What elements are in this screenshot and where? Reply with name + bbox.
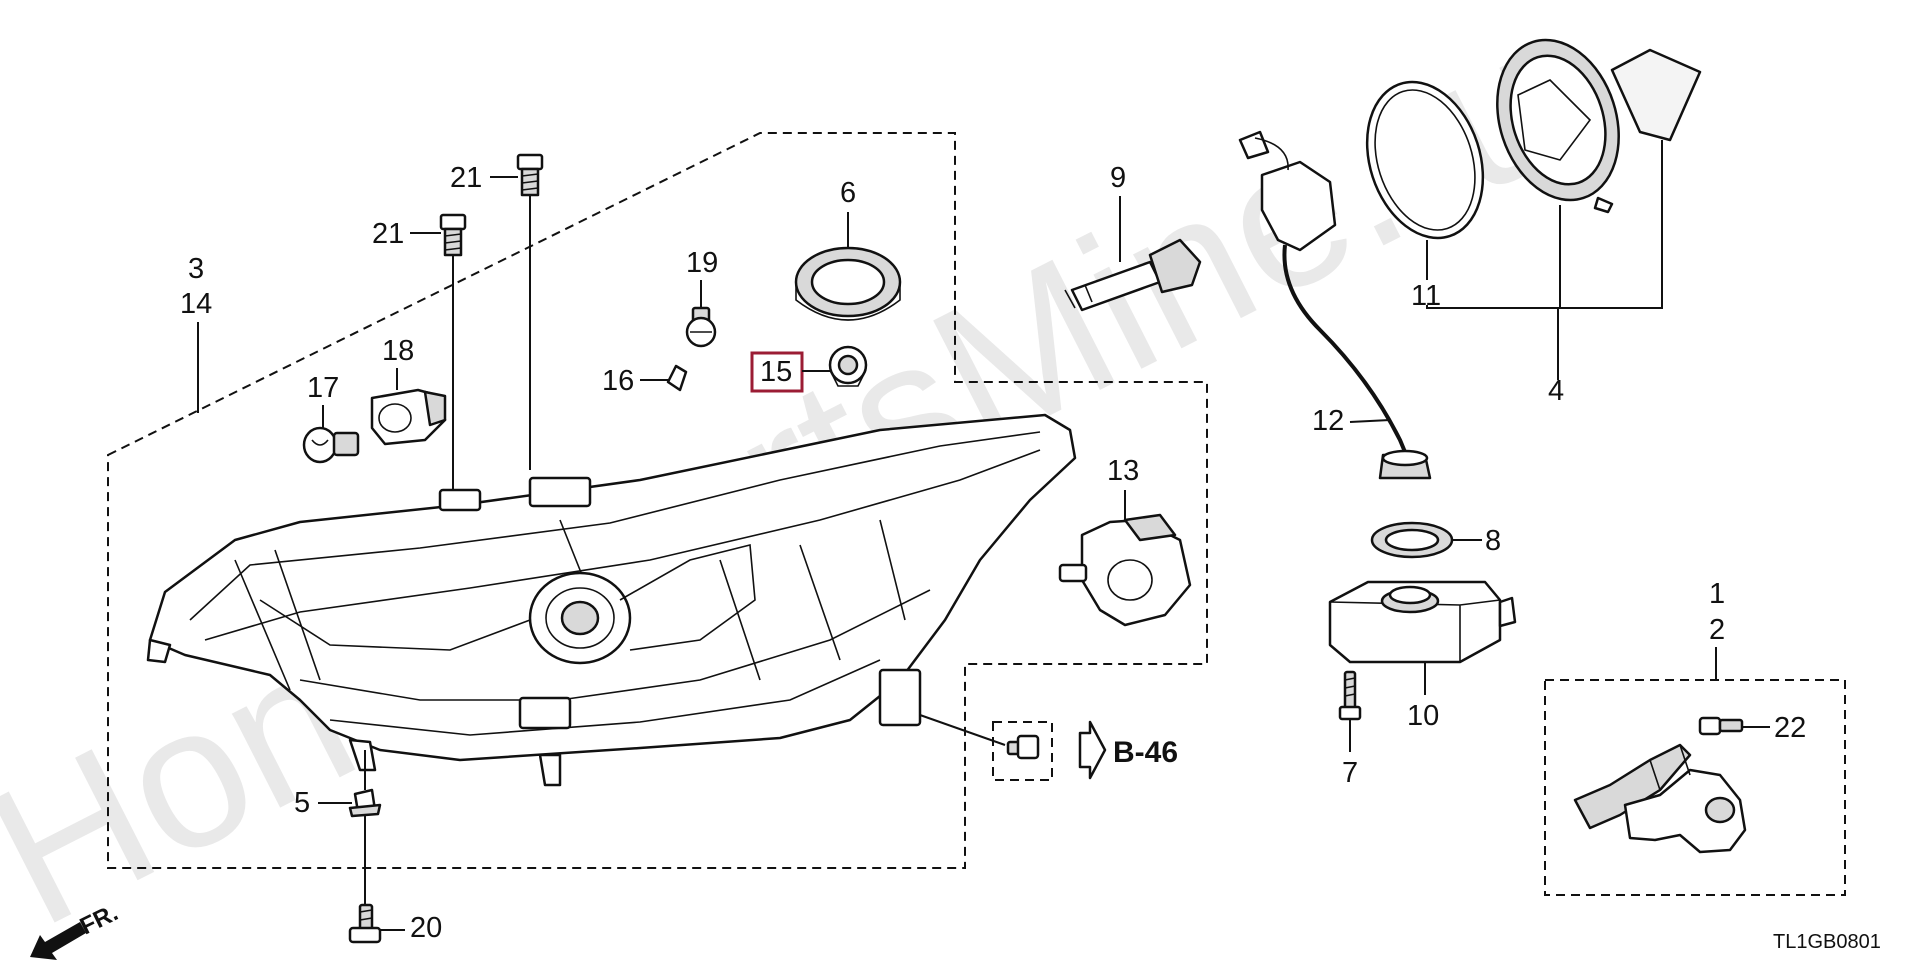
cable-12[interactable] <box>1238 130 1432 480</box>
label-2: 2 <box>1709 614 1725 646</box>
bracket-repair-kit[interactable] <box>1573 743 1747 854</box>
label-15: 15 <box>760 356 792 388</box>
clip-5[interactable] <box>348 788 382 818</box>
b46-reference-label[interactable]: B-46 <box>1113 736 1178 769</box>
bolt-21-lower[interactable] <box>439 213 467 257</box>
label-20: 20 <box>410 912 442 944</box>
b46-arrow-shape[interactable] <box>1078 720 1107 780</box>
socket-15[interactable] <box>828 345 868 387</box>
label-3: 3 <box>188 253 204 285</box>
bulb-16[interactable] <box>666 364 688 392</box>
label-5: 5 <box>294 787 310 819</box>
hid-bulb-9[interactable] <box>1064 238 1202 312</box>
b46-bolt <box>1006 734 1040 760</box>
label-16: 16 <box>602 365 634 397</box>
label-18: 18 <box>382 335 414 367</box>
label-17: 17 <box>307 372 339 404</box>
screw-7[interactable] <box>1338 670 1362 721</box>
seal-ring-8[interactable] <box>1370 521 1454 559</box>
bracket-dashed-outline <box>1544 679 1846 896</box>
label-8: 8 <box>1485 525 1501 557</box>
diagram-code: TL1GB0801 <box>1773 931 1881 953</box>
label-1: 1 <box>1709 578 1725 610</box>
label-6: 6 <box>840 177 856 209</box>
assembly-dashed-outline <box>107 132 1208 869</box>
socket-18[interactable] <box>370 388 447 446</box>
cover-4[interactable] <box>1477 24 1702 216</box>
bolt-21-upper[interactable] <box>516 153 544 197</box>
label-7: 7 <box>1342 757 1358 789</box>
b46-dashed-box <box>992 721 1053 781</box>
label-22: 22 <box>1774 712 1806 744</box>
label-10: 10 <box>1407 700 1439 732</box>
label-9: 9 <box>1110 162 1126 194</box>
label-21-lower: 21 <box>372 218 404 250</box>
label-19: 19 <box>686 247 718 279</box>
seal-ring-11[interactable] <box>1348 67 1502 253</box>
seal-ring-6[interactable] <box>794 246 902 321</box>
bolt-20[interactable] <box>348 903 382 944</box>
label-4: 4 <box>1548 375 1564 407</box>
leveling-motor-13[interactable] <box>1058 513 1192 627</box>
headlight-housing[interactable] <box>146 413 1077 787</box>
bulb-17[interactable] <box>302 426 360 464</box>
label-14: 14 <box>180 288 212 320</box>
bulb-19[interactable] <box>685 306 717 348</box>
ballast-10[interactable] <box>1328 580 1517 664</box>
label-13: 13 <box>1107 455 1139 487</box>
label-12: 12 <box>1312 405 1344 437</box>
label-21-upper: 21 <box>450 162 482 194</box>
screw-22[interactable] <box>1698 716 1744 736</box>
